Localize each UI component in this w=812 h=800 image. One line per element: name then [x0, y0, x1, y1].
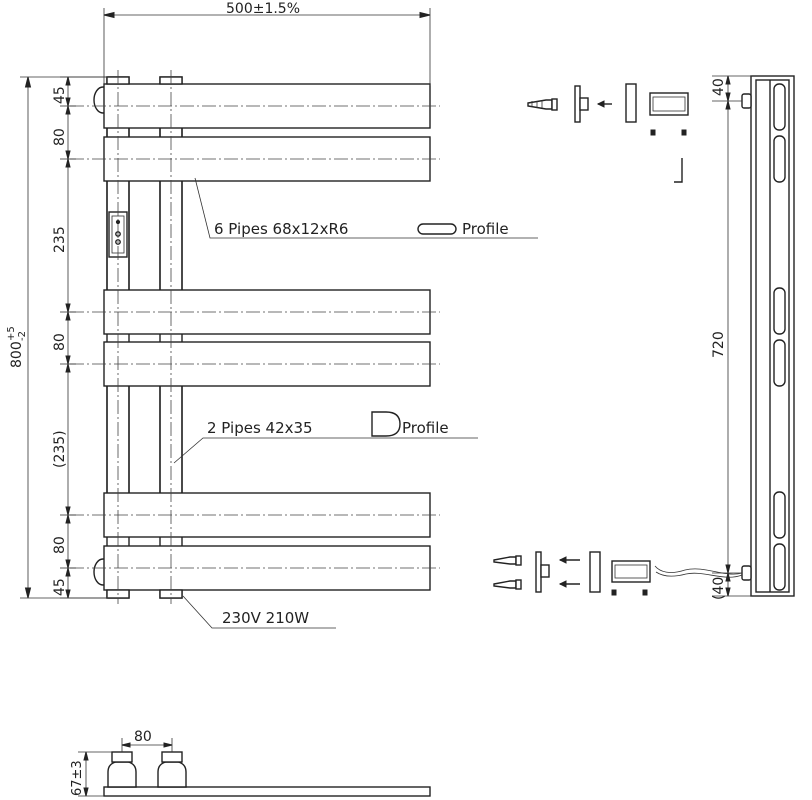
callout-power: 230V 210W — [182, 595, 336, 629]
side-bottom-bracket — [741, 565, 752, 581]
horizontal-pipe-6 — [103, 545, 431, 591]
side-pipe-slot — [773, 339, 786, 387]
overall-width-label: 500±1.5% — [226, 1, 300, 17]
power-cable — [654, 565, 743, 575]
d-pipes-suffix: Profile — [402, 419, 449, 437]
screw-icon — [493, 556, 517, 565]
side-pipe-slot — [773, 83, 786, 131]
bracket-clip-icon — [649, 92, 689, 116]
segment-label-4: 80 — [52, 333, 68, 351]
segment-label-6: 80 — [52, 536, 68, 554]
overall-height-tol-lower: -2 — [17, 331, 28, 341]
overall-height-dimension: 800 +5 -2 — [6, 76, 108, 599]
side-view — [654, 75, 795, 597]
side-pipe-slot — [773, 287, 786, 335]
segment-label-2: 80 — [52, 128, 68, 146]
overall-height-tol-upper: +5 — [6, 326, 17, 341]
wall-plug-icon — [515, 555, 522, 566]
side-top-label: 40 — [711, 78, 727, 96]
segment-dimension-chain: 45 80 235 80 (235) 80 45 — [52, 76, 108, 599]
side-pipe-slot — [773, 491, 786, 539]
bottom-depth-label: 67±3 — [70, 760, 85, 796]
callout-flat-pipes: 6 Pipes 68x12xR6 Profile — [194, 177, 538, 239]
segment-label-5: (235) — [52, 430, 68, 468]
bracket-clip-icon — [611, 560, 651, 583]
flat-profile-icon — [417, 223, 457, 235]
overall-width-dimension: 500±1.5% — [103, 1, 431, 86]
bottom-mounting-kit — [493, 551, 651, 596]
overall-height-label: 800 — [9, 341, 25, 368]
power-label: 230V 210W — [222, 609, 309, 627]
d-pipes-label: 2 Pipes 42x35 — [207, 419, 313, 437]
flat-pipes-suffix: Profile — [462, 220, 509, 238]
side-dimension-chain: 40 720 (40 — [711, 75, 752, 600]
spacer-block-icon — [625, 83, 637, 123]
wall-plug-icon — [551, 98, 558, 111]
segment-label-3: 235 — [52, 226, 68, 253]
top-mounting-kit — [527, 83, 689, 183]
segment-label-1: 45 — [52, 86, 68, 104]
side-middle-label: 720 — [711, 331, 727, 358]
bottom-spacing-label: 80 — [134, 729, 152, 745]
callout-d-pipes: 2 Pipes 42x35 Profile — [173, 411, 478, 464]
flat-pipes-label: 6 Pipes 68x12xR6 — [214, 220, 348, 238]
spacer-block-icon — [589, 551, 601, 593]
front-view — [70, 70, 440, 604]
segment-label-7: 45 — [52, 578, 68, 596]
hex-key-icon — [674, 158, 683, 183]
bottom-view: 80 67±3 — [70, 729, 431, 797]
side-top-bracket — [741, 93, 752, 109]
side-pipe-slot — [773, 543, 786, 591]
side-pipe-slot — [773, 135, 786, 183]
d-profile-icon — [371, 411, 401, 437]
bracket-plate-icon — [574, 85, 581, 123]
side-bottom-label: (40 — [711, 577, 727, 600]
bracket-plate-icon — [535, 551, 542, 593]
pipe-end-right — [157, 761, 187, 788]
pipe-end-left — [107, 761, 137, 788]
bottom-view-bar — [103, 786, 431, 797]
